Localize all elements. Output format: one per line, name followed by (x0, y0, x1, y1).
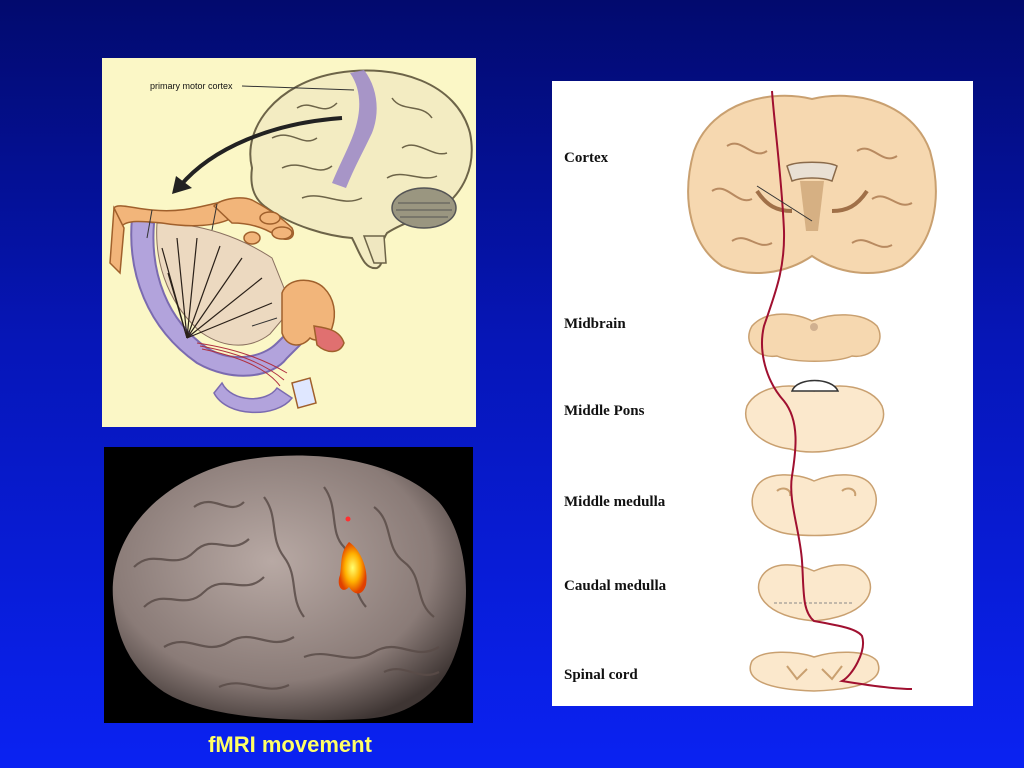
label-cortex: Cortex (564, 150, 609, 166)
arrow-icon (172, 176, 192, 194)
hand-drawing (109, 197, 294, 275)
corticospinal-tract-diagram: Cortex Midbrain Middle Pons Middle medul… (552, 81, 973, 706)
cortex-section-drawing (687, 94, 937, 274)
midbrain-section-drawing (748, 313, 881, 362)
label-caudal-medulla: Caudal medulla (564, 578, 667, 594)
motor-cortex-label: primary motor cortex (150, 81, 233, 91)
label-midbrain: Midbrain (564, 316, 626, 332)
label-middle-medulla: Middle medulla (564, 494, 666, 510)
fmri-caption: fMRI movement (208, 732, 372, 757)
label-spinal-cord: Spinal cord (564, 667, 638, 683)
label-middle-pons: Middle Pons (564, 403, 645, 419)
motor-homunculus-figure: primary motor cortex (102, 58, 476, 427)
face-drawing (281, 279, 345, 409)
fmri-brain-image (104, 447, 473, 723)
corticospinal-tract-line (761, 90, 913, 690)
brain-lateral-drawing (249, 69, 473, 270)
pons-section-drawing (744, 385, 885, 453)
medulla-section-drawing (751, 474, 877, 537)
caudal-medulla-section-drawing (757, 564, 872, 622)
